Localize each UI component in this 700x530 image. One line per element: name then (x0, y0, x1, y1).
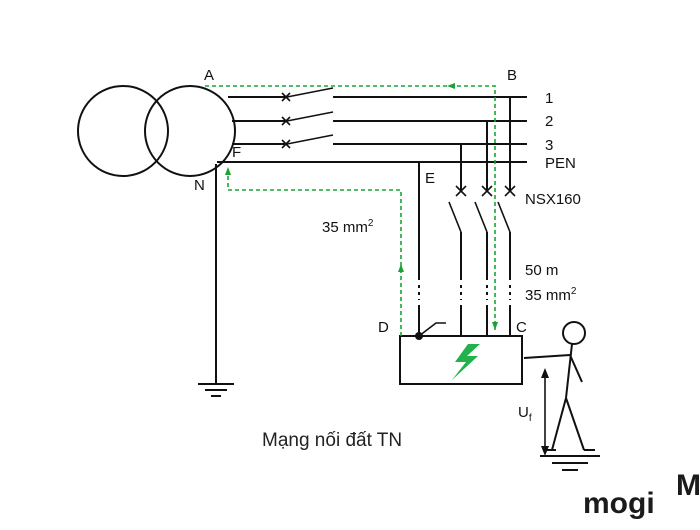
touch-voltage-arrow (541, 368, 549, 456)
feeder-drops (418, 97, 511, 280)
label-n: N (194, 177, 205, 194)
nsx160-breaker (448, 185, 516, 280)
transformer-icon (77, 85, 236, 177)
label-f: F (232, 144, 241, 161)
label-phase-2: 2 (545, 113, 553, 130)
ground-icon (540, 455, 600, 471)
logo-mark: M (676, 469, 700, 502)
logo-text: mogi (583, 487, 655, 520)
label-a: A (204, 67, 214, 84)
neutral-earth (198, 164, 234, 397)
label-cable-section: 35 mm2 (525, 286, 577, 304)
label-c: C (516, 319, 527, 336)
label-e: E (425, 170, 435, 187)
equipment-enclosure (399, 322, 523, 385)
person-icon (523, 321, 595, 451)
busbars (217, 96, 527, 163)
cable-break (418, 285, 511, 336)
diagram-caption: Mạng nối đất TN (262, 430, 402, 451)
main-switches (281, 87, 335, 150)
label-d: D (378, 319, 389, 336)
label-phase-1: 1 (545, 90, 553, 107)
fault-current-path (205, 83, 498, 336)
label-b: B (507, 67, 517, 84)
label-breaker: NSX160 (525, 191, 581, 208)
mogi-logo: mogi M (583, 469, 700, 520)
lightning-bolt-icon (452, 344, 480, 380)
label-phase-3: 3 (545, 137, 553, 154)
label-pen: PEN (545, 155, 576, 172)
label-pe-section: 35 mm2 (322, 218, 374, 236)
label-touch-voltage: Uf (518, 404, 532, 424)
label-cable-length: 50 m (525, 262, 558, 279)
